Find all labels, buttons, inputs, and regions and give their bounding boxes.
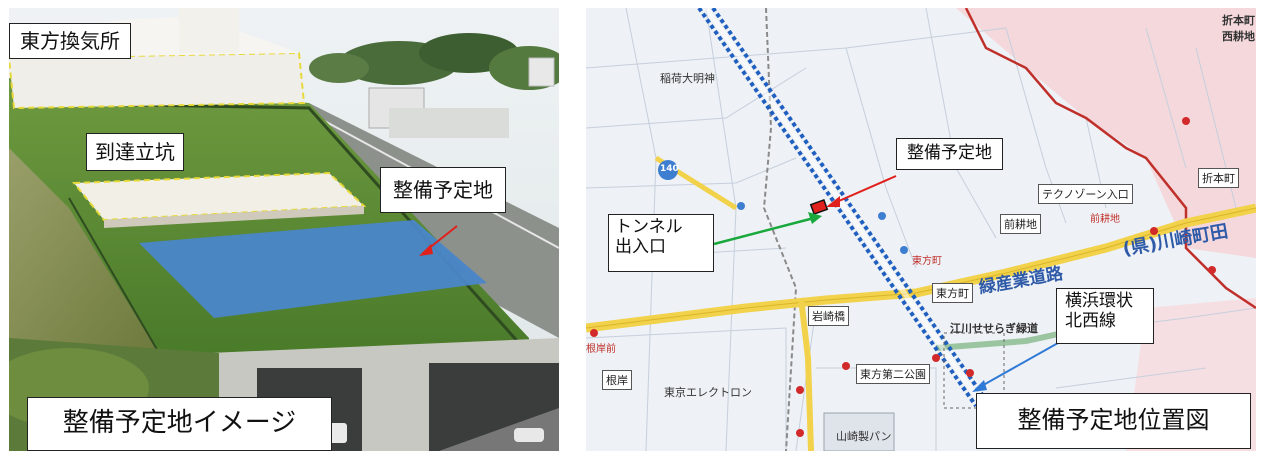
orimoto-west-label: 折本町 西耕地	[1222, 14, 1255, 43]
orimoto-cho-label: 折本町	[1198, 168, 1239, 188]
route-label: 横浜環状 北西線	[1056, 288, 1154, 344]
tokyo-electron-label: 東京エレクトロン	[664, 386, 752, 399]
site-arrow-icon	[419, 225, 458, 256]
image-caption: 整備予定地イメージ	[27, 397, 332, 451]
poi-dots	[590, 117, 1216, 437]
site-label: 整備予定地	[380, 167, 506, 213]
negishi-mae-label: 根岸前	[586, 344, 616, 355]
location-map-panel: (県)川崎町田 緑産業道路 テクノゾーン入口 折本町 前耕地 前耕地 東方町 東…	[586, 8, 1256, 451]
pink-district	[956, 8, 1256, 258]
site-image-panel: 東方換気所 到達立坑 整備予定地 整備予定地イメージ	[9, 8, 559, 451]
boundary-line	[964, 8, 1256, 310]
yamazaki-label: 山崎製パン	[836, 430, 892, 443]
site-image-illustration	[9, 8, 559, 451]
route-arrow-icon	[972, 342, 1059, 392]
maekochi-label: 前耕地	[1000, 214, 1041, 234]
iwasakibashi-label: 岩崎橋	[808, 306, 849, 326]
higashikata-cho-red-label: 東方町	[912, 256, 942, 267]
site-marker	[809, 198, 829, 216]
map-caption: 整備予定地位置図	[976, 393, 1251, 449]
techno-zone-label: テクノゾーン入口	[1038, 184, 1133, 204]
planned-site-area	[139, 220, 487, 318]
map-site-label: 整備予定地	[896, 138, 1003, 170]
shaft-label: 到達立坑	[86, 133, 184, 171]
route-number-label: 140	[660, 164, 679, 174]
site-arrow-icon	[826, 175, 897, 207]
route-line	[697, 8, 992, 408]
shrine-label: 稲荷大明神	[660, 72, 715, 85]
negishi-label: 根岸	[602, 370, 632, 390]
higashikata-park-label: 東方第二公園	[856, 364, 930, 384]
maekochi-small-label: 前耕地	[1090, 214, 1120, 225]
ventilation-label: 東方換気所	[9, 23, 131, 59]
higashikata-cho-label: 東方町	[932, 283, 973, 303]
arrival-shaft	[71, 171, 367, 228]
tunnel-arrow-icon	[713, 212, 822, 246]
edagawa-path-label: 江川せせらぎ緑道	[950, 322, 1038, 335]
tunnel-entrance-label: トンネル 出入口	[608, 214, 714, 272]
background-trees	[309, 33, 559, 90]
